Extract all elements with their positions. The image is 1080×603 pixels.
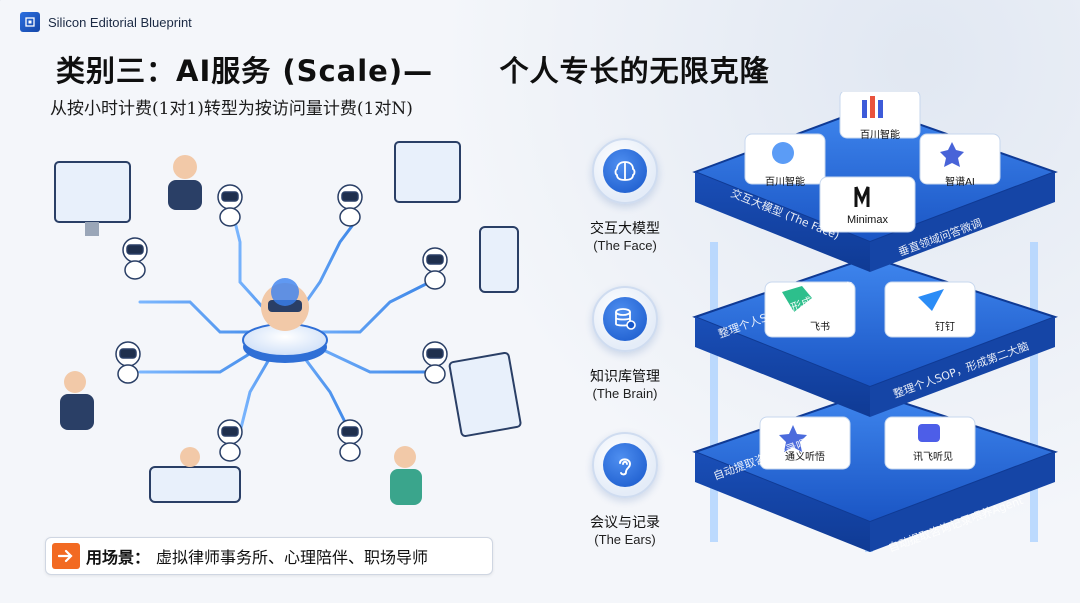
layer-brain: 知识库管理 (The Brain)	[565, 286, 685, 401]
app-label-xunfei: 讯飞听见	[913, 452, 953, 463]
scenario-text: 虚拟律师事务所、心理陪伴、职场导师	[156, 548, 429, 567]
brand: Silicon Editorial Blueprint	[20, 12, 192, 32]
app-label-minimax: Minimax	[847, 214, 888, 226]
baichuan-logo-icon	[862, 96, 883, 118]
layer-face-subtitle: (The Face)	[593, 238, 657, 253]
app-label-zhipu: 智谱AI	[945, 177, 975, 188]
brain-icon	[592, 138, 658, 204]
platform-stack-diagram: 交互大模型 (The Face) 垂直领域问答微调 整理个人SOP，形成第二大脑…	[692, 92, 1059, 555]
layer-ears-title: 会议与记录	[590, 515, 660, 531]
ear-icon	[592, 432, 658, 498]
agent-network-illustration	[54, 141, 522, 505]
app-label-dingtalk: 钉钉	[935, 322, 955, 333]
scenario-bar: 用场景： 虚拟律师事务所、心理陪伴、职场导师	[45, 537, 493, 575]
arrow-right-icon	[52, 543, 80, 569]
page-title: 类别三：AI服务 (Scale)— 个人专长的无限克隆	[56, 54, 770, 88]
layer-face-title: 交互大模型	[590, 221, 660, 237]
layer-brain-subtitle: (The Brain)	[592, 386, 658, 401]
app-label-baichuan: 百川智能	[765, 177, 805, 188]
layer-ears-subtitle: (The Ears)	[594, 532, 656, 547]
scenario-label: 用场景：	[86, 548, 151, 567]
app-label-baichuan-top: 百川智能	[860, 130, 900, 141]
page-subtitle: 从按小时计费(1对1)转型为按访问量计费(1对N)	[50, 99, 413, 119]
database-gear-icon	[592, 286, 658, 352]
layer-ears: 会议与记录 (The Ears)	[565, 432, 685, 547]
brand-name: Silicon Editorial Blueprint	[48, 14, 192, 30]
layer-face: 交互大模型 (The Face)	[565, 138, 685, 253]
layer-brain-title: 知识库管理	[590, 369, 660, 385]
app-label-tongyi: 通义听悟	[785, 452, 825, 463]
blueprint-logo-icon	[20, 12, 40, 32]
app-label-feishu: 飞书	[810, 322, 830, 333]
